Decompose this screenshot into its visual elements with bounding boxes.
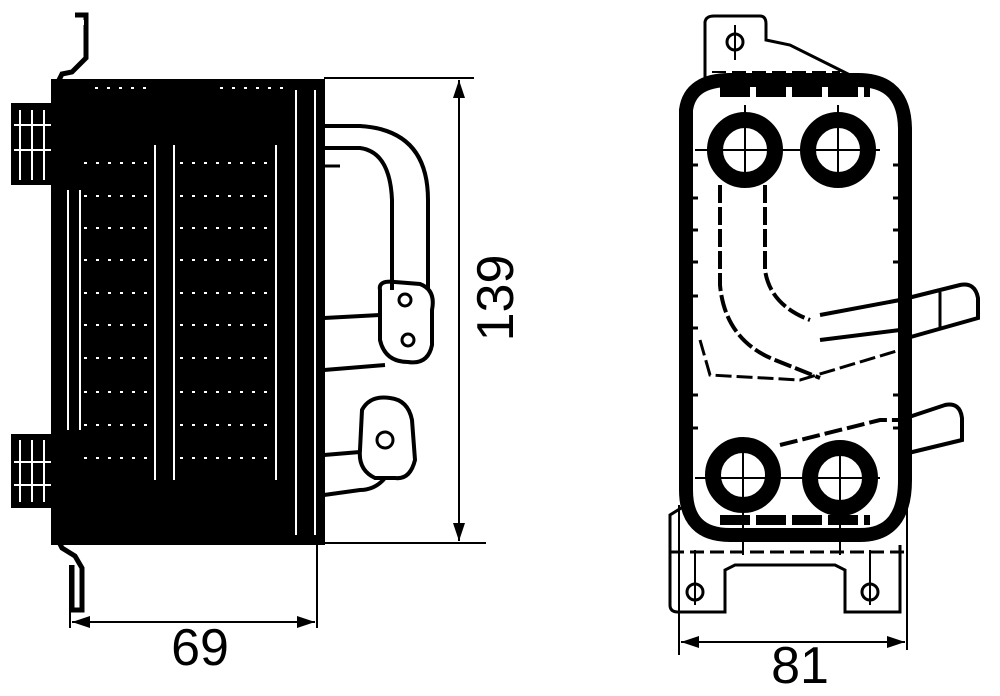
side-view xyxy=(11,12,435,613)
dimension-height xyxy=(318,77,486,544)
dimension-depth xyxy=(69,545,318,628)
dimension-label-width: 81 xyxy=(771,637,829,695)
dimension-label-height: 139 xyxy=(467,254,525,342)
dimension-label-depth: 69 xyxy=(171,619,229,677)
front-view xyxy=(668,14,980,614)
dimension-width xyxy=(678,495,908,655)
